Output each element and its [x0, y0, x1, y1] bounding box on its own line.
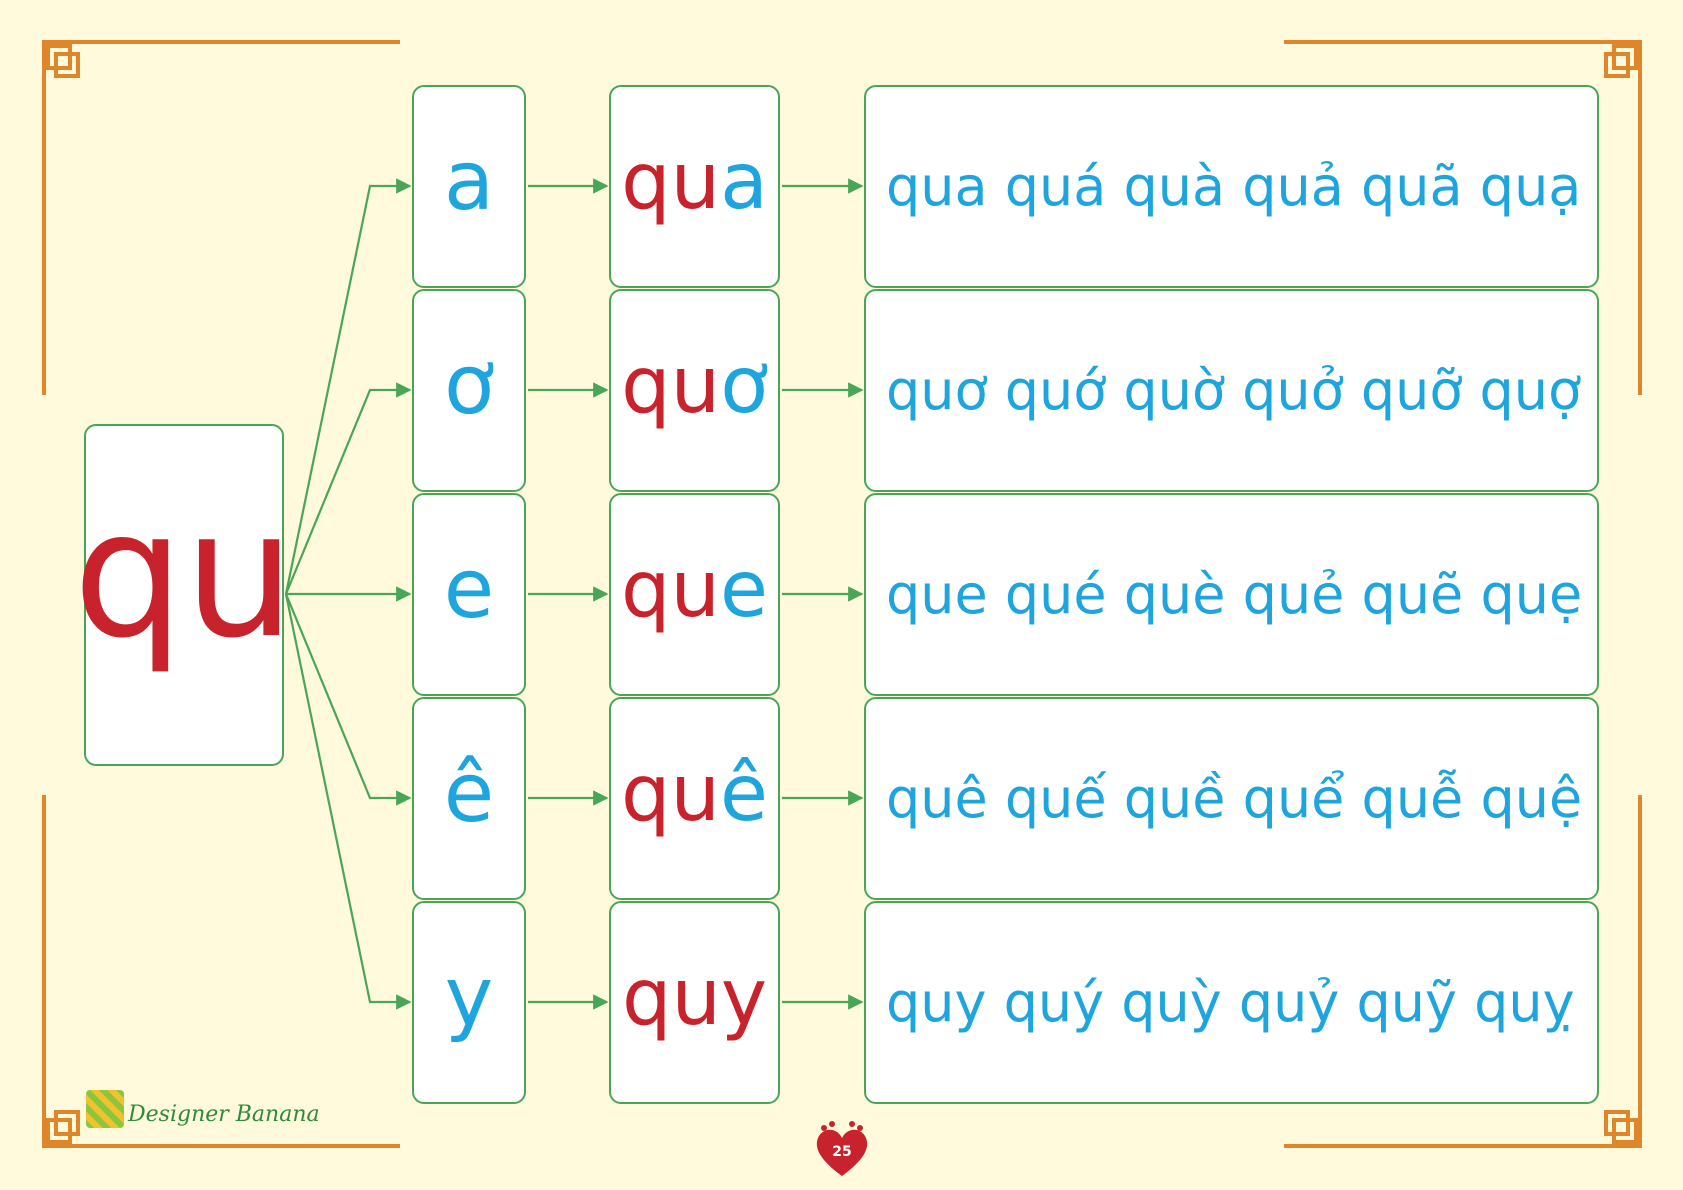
syllable-card: qua [609, 85, 780, 288]
arrow-onset-ee [284, 593, 412, 806]
vowel-text: ơ [443, 337, 495, 433]
vowel-text: a [443, 133, 495, 229]
syllable-text: qua [621, 136, 768, 227]
frame-corner-top-right [1284, 40, 1642, 395]
arrow-onset-a [284, 178, 412, 595]
frame-knot-top-left [46, 44, 72, 70]
vowel-card: ê [412, 697, 526, 900]
designer-banana-logo: Designer Banana [86, 1090, 320, 1128]
tones-text: quơ quớ quờ quở quỡ quợ [886, 358, 1582, 422]
tones-text: quê quế quề quể quễ quệ [886, 766, 1583, 830]
frame-corner-top-left [42, 40, 400, 395]
banana-logo-icon [86, 1090, 124, 1128]
tones-card: quơ quớ quờ quở quỡ quợ [864, 289, 1599, 492]
tones-text: qua quá quà quả quã quạ [886, 154, 1582, 218]
page-number: 25 [832, 1144, 852, 1160]
syllable-card: quy [609, 901, 780, 1104]
connector-arrows [284, 178, 864, 1010]
tones-card: qua quá quà quả quã quạ [864, 85, 1599, 288]
frame-corner-bottom-left [42, 795, 400, 1148]
syllable-card: quê [609, 697, 780, 900]
vowel-text: y [444, 949, 494, 1045]
vowel-card: a [412, 85, 526, 288]
syllable-text: quơ [621, 340, 768, 431]
tones-card: que qué què quẻ quẽ quẹ [864, 493, 1599, 696]
page-number-badge: 25 [810, 1118, 874, 1182]
tones-text: quy quý quỳ quỷ quỹ quỵ [886, 970, 1575, 1034]
vowel-card: e [412, 493, 526, 696]
frame-corner-bottom-right [1284, 795, 1642, 1148]
syllable-card: quơ [609, 289, 780, 492]
onset-text: qu [73, 473, 295, 677]
arrow-onset-o [284, 382, 412, 595]
syllable-card: que [609, 493, 780, 696]
tones-text: que qué què quẻ quẽ quẹ [886, 562, 1583, 626]
tones-card: quy quý quỳ quỷ quỹ quỵ [864, 901, 1599, 1104]
vowel-text: ê [443, 745, 495, 841]
tones-card: quê quế quề quể quễ quệ [864, 697, 1599, 900]
vowel-text: e [443, 541, 495, 637]
heart-icon [816, 1121, 868, 1176]
vowel-card: ơ [412, 289, 526, 492]
syllable-text: que [621, 544, 768, 635]
logo-text: Designer Banana [128, 1101, 320, 1127]
syllable-text: quy [621, 952, 768, 1043]
arrow-onset-y [284, 593, 412, 1010]
onset-card: qu [73, 424, 295, 766]
syllable-text: quê [621, 748, 768, 839]
vowel-card: y [412, 901, 526, 1104]
